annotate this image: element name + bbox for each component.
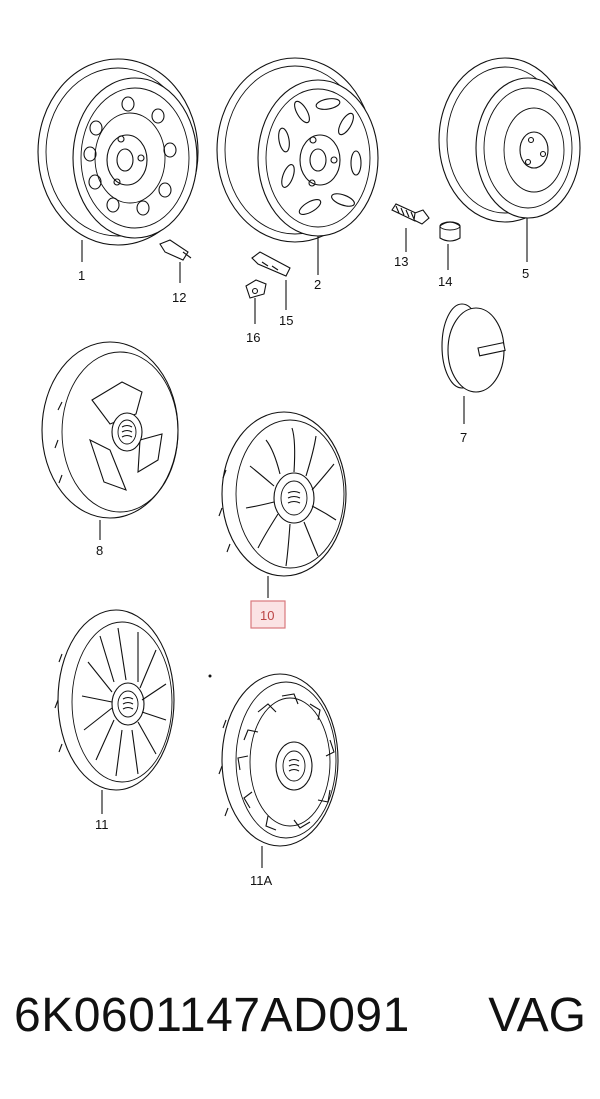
balance-weight-part-15 bbox=[251, 251, 291, 310]
bolt-cap-part-14 bbox=[439, 221, 461, 270]
wheel-bolt-part-13 bbox=[391, 203, 430, 252]
callout-14: 14 bbox=[438, 274, 452, 289]
hub-cap-part-7 bbox=[441, 303, 506, 424]
callout-1: 1 bbox=[78, 268, 85, 283]
clip-part-16 bbox=[245, 279, 267, 324]
wheel-cover-part-11 bbox=[54, 609, 175, 814]
stray-dot bbox=[208, 674, 212, 678]
steel-wheel-part-2 bbox=[216, 57, 379, 275]
callout-12: 12 bbox=[172, 290, 186, 305]
steel-wheel-part-1 bbox=[37, 58, 199, 262]
callout-7: 7 bbox=[460, 430, 467, 445]
part-number: 6K0601147AD091 bbox=[14, 989, 410, 1042]
callout-11: 11 bbox=[95, 817, 109, 832]
callout-8: 8 bbox=[96, 543, 103, 558]
wheel-cover-part-8 bbox=[41, 341, 179, 540]
brand-label: VAG bbox=[488, 989, 586, 1042]
callout-10: 10 bbox=[260, 608, 274, 623]
callout-15: 15 bbox=[279, 313, 293, 328]
callout-2: 2 bbox=[314, 277, 321, 292]
wheel-part-5 bbox=[438, 57, 581, 262]
callout-13: 13 bbox=[394, 254, 408, 269]
callout-16: 16 bbox=[246, 330, 260, 345]
callout-11a: 11A bbox=[250, 873, 272, 888]
callout-5: 5 bbox=[522, 266, 529, 281]
wheel-cover-part-11a bbox=[218, 673, 339, 868]
valve-part-12 bbox=[159, 239, 192, 283]
highlighted-callout-box bbox=[250, 600, 286, 629]
wheel-cover-part-10 bbox=[218, 411, 347, 598]
footer: 6K0601147AD091 VAG bbox=[0, 988, 600, 1058]
